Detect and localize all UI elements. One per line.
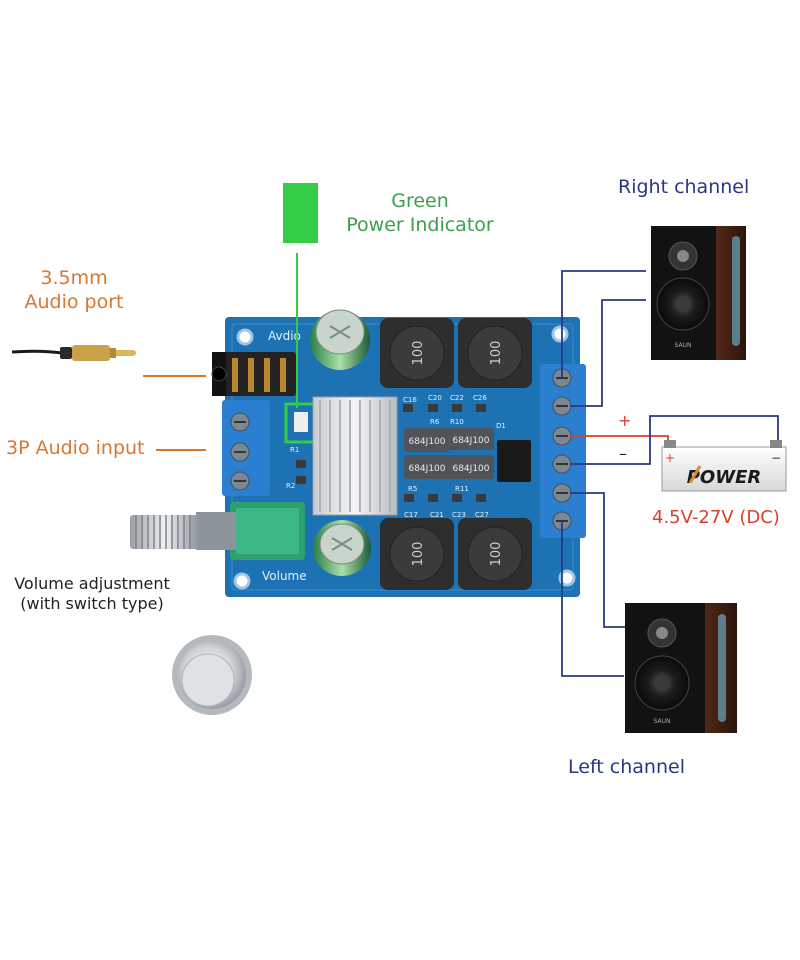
- speaker-right: SAUN: [651, 226, 746, 360]
- audio-input-label: 3P Audio input: [6, 437, 145, 459]
- speaker-left: SAUN: [625, 603, 737, 733]
- svg-text:SAUN: SAUN: [654, 718, 671, 725]
- svg-text:684J100: 684J100: [408, 437, 445, 447]
- audio-port-label-line2: Audio port: [24, 290, 124, 313]
- audio-port-label-line1: 3.5mm: [40, 267, 108, 289]
- inductor: 100: [458, 518, 532, 590]
- voltage-label: 4.5V-27V (DC): [652, 507, 780, 528]
- svg-text:100: 100: [411, 341, 426, 366]
- heatsink: [312, 396, 398, 516]
- power-indicator-label-line1: Green: [391, 190, 449, 212]
- svg-text:C20: C20: [428, 394, 442, 402]
- power-indicator-label: Green Power Indicator: [330, 190, 510, 238]
- svg-text:C26: C26: [473, 394, 487, 402]
- audio-input-terminal: [222, 400, 270, 496]
- power-indicator-label-line2: Power Indicator: [346, 213, 494, 236]
- svg-text:C22: C22: [450, 394, 464, 402]
- regulator: [497, 440, 531, 482]
- svg-text:C27: C27: [475, 511, 489, 519]
- audio-cable: [11, 345, 136, 361]
- battery-brand: POWER: [687, 467, 762, 488]
- inductor: 100: [380, 318, 454, 388]
- svg-text:C23: C23: [452, 511, 466, 519]
- volume-label: Volume adjustment (with switch type): [4, 574, 180, 614]
- svg-text:D1: D1: [496, 422, 506, 430]
- svg-text:R10: R10: [450, 418, 464, 426]
- silk-volume: Volume: [262, 569, 307, 583]
- svg-text:684J100: 684J100: [452, 436, 489, 446]
- silk-audio: Avdio: [268, 329, 301, 343]
- plus-symbol: +: [618, 411, 632, 430]
- inductor: 100: [380, 518, 454, 590]
- svg-text:SAUN: SAUN: [675, 342, 692, 349]
- speaker-wires: [561, 270, 646, 677]
- power-indicator-swatch: [283, 183, 318, 243]
- volume-potentiometer: [130, 502, 305, 560]
- svg-text:100: 100: [489, 341, 504, 366]
- component-refs: C16 C20 C22 C26 R10 R6 D1 R5 R11 C17 C21…: [286, 394, 506, 519]
- svg-text:684J100: 684J100: [452, 464, 489, 474]
- audio-jack: [211, 352, 296, 396]
- output-terminal-block: [540, 364, 586, 538]
- volume-label-line2: (with switch type): [20, 594, 164, 613]
- svg-text:R2: R2: [286, 482, 295, 490]
- svg-text:100: 100: [489, 542, 504, 567]
- svg-text:+: +: [665, 451, 675, 465]
- svg-text:C17: C17: [404, 511, 418, 519]
- minus-symbol: –: [619, 444, 627, 463]
- battery: + − POWER: [661, 440, 787, 492]
- audio-port-label: 3.5mm Audio port: [14, 267, 134, 315]
- svg-text:R1: R1: [290, 446, 299, 454]
- right-channel-label: Right channel: [618, 176, 750, 198]
- capacitor-bottom: [313, 520, 371, 576]
- svg-text:C16: C16: [403, 396, 417, 404]
- capacitor-top: [310, 309, 370, 370]
- film-capacitors: 684J100 684J100 684J100 684J100: [404, 428, 494, 479]
- svg-text:C21: C21: [430, 511, 444, 519]
- volume-label-line1: Volume adjustment: [14, 574, 170, 593]
- svg-text:−: −: [771, 451, 781, 465]
- svg-text:100: 100: [411, 542, 426, 567]
- smd-parts: [296, 404, 486, 502]
- left-channel-label: Left channel: [568, 756, 685, 778]
- svg-text:R6: R6: [430, 418, 440, 426]
- svg-text:684J100: 684J100: [408, 464, 445, 474]
- inductor: 100: [458, 318, 532, 388]
- volume-knob: [172, 635, 252, 715]
- mounting-holes: [233, 325, 576, 590]
- svg-text:R11: R11: [455, 485, 469, 493]
- svg-text:R5: R5: [408, 485, 417, 493]
